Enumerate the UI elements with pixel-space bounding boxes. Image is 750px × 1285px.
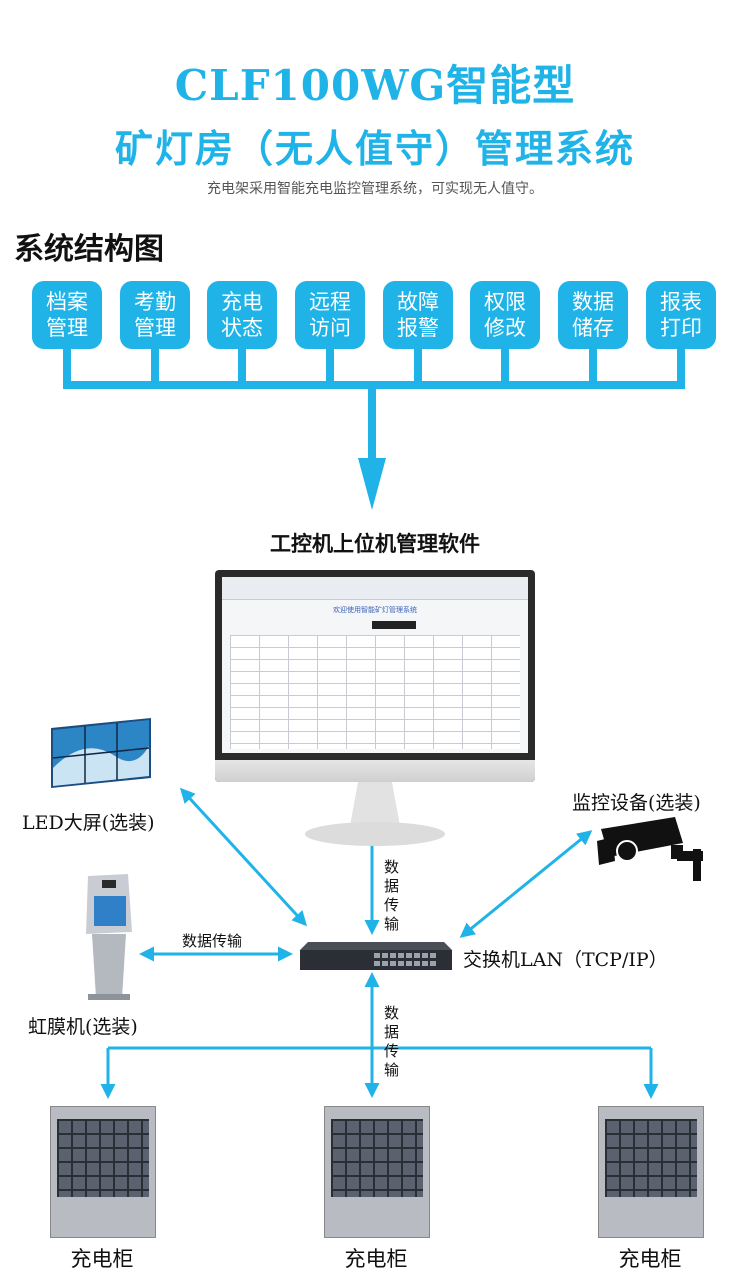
charging-cabinet-1 <box>50 1106 156 1238</box>
section-title: 系统结构图 <box>14 232 164 267</box>
title-line-1: CLF100WG智能型 <box>174 61 576 110</box>
monitor-chin <box>215 760 535 782</box>
module-report-print: 报表打印 <box>646 281 716 349</box>
screen-title: 欢迎使用智能矿灯管理系统 <box>333 606 417 614</box>
camera-link <box>459 830 593 938</box>
module-permission: 权限修改 <box>470 281 540 349</box>
led-label: LED大屏(选装) <box>22 812 155 834</box>
charging-cabinet-2 <box>324 1106 430 1238</box>
title-line-2: 矿灯房（无人值守）管理系统 <box>114 126 635 171</box>
screen-grid <box>230 635 520 749</box>
monitor-stand <box>305 782 445 846</box>
trunk-arrow-head <box>358 458 386 510</box>
led-link <box>179 787 308 927</box>
module-fault-alarm: 故障报警 <box>383 281 453 349</box>
camera-label: 监控设备(选装) <box>572 792 701 814</box>
subtitle: 充电架采用智能充电监控管理系统，可实现无人值守。 <box>207 181 543 197</box>
cabinet-data-transfer-label: 数据传输 <box>384 1004 400 1079</box>
module-remote-access: 远程访问 <box>295 281 365 349</box>
screen-clock <box>372 621 416 629</box>
led-wall-icon <box>51 718 151 788</box>
cabinet-label-1: 充电柜 <box>70 1247 134 1271</box>
iris-label: 虹膜机(选装) <box>28 1016 138 1038</box>
cabinet-label-3: 充电柜 <box>618 1247 682 1271</box>
software-label: 工控机上位机管理软件 <box>270 531 480 556</box>
monitor-screen: 欢迎使用智能矿灯管理系统 <box>222 577 528 753</box>
module-charging-status: 充电状态 <box>207 281 277 349</box>
module-attendance: 考勤管理 <box>120 281 190 349</box>
pc-data-transfer-label: 数据传输 <box>384 858 400 933</box>
monitor: 欢迎使用智能矿灯管理系统 <box>215 570 535 782</box>
screen-toolbar <box>222 577 528 600</box>
iris-kiosk-icon <box>86 874 132 1000</box>
network-switch-icon <box>300 942 452 970</box>
charging-cabinet-3 <box>598 1106 704 1238</box>
cabinet-label-2: 充电柜 <box>344 1247 408 1271</box>
switch-label: 交换机LAN（TCP/IP） <box>463 949 668 971</box>
module-data-storage: 数据储存 <box>558 281 628 349</box>
camera-icon <box>597 817 703 881</box>
iris-data-transfer-label: 数据传输 <box>182 932 243 950</box>
module-archive: 档案管理 <box>32 281 102 349</box>
